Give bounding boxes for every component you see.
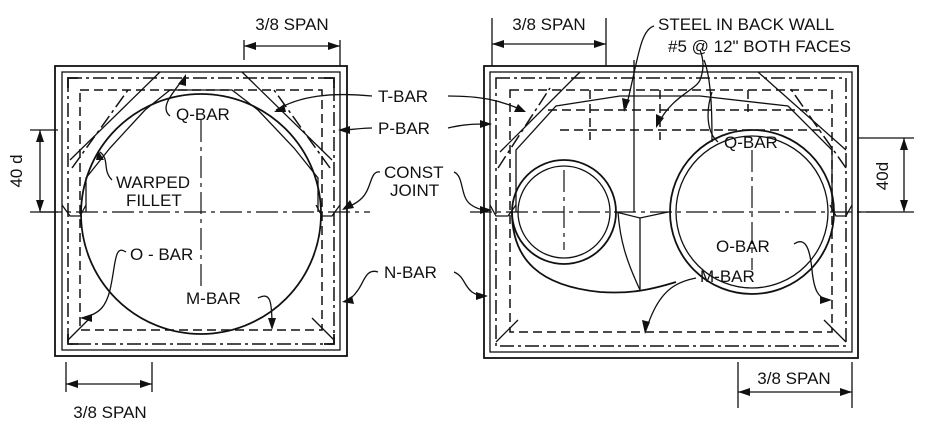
right-o-bar-arrow	[820, 296, 832, 304]
left-40d-arrow-top	[36, 130, 44, 142]
right-top-span-arrow-r	[594, 40, 606, 48]
t-bar-arrow-right	[514, 104, 526, 112]
right-transition-seam	[617, 211, 641, 291]
left-o-bar-arrow	[80, 314, 92, 322]
t-bar-leader-left	[275, 93, 373, 111]
back-wall-note-1: STEEL IN BACK WALL	[658, 15, 834, 34]
left-m-bar-arrow	[268, 318, 276, 330]
const-joint-label-2: JOINT	[390, 181, 439, 200]
back-wall-arrow-1	[622, 98, 630, 112]
p-bar-label: P-BAR	[378, 119, 430, 138]
n-bar-leader-right	[453, 271, 487, 297]
left-o-bar-leader	[81, 249, 127, 319]
right-top-span-label: 3/8 SPAN	[512, 15, 585, 34]
left-bottom-fillet-r	[311, 317, 335, 341]
left-bottom-span-label: 3/8 SPAN	[73, 403, 146, 422]
left-warped-fillet	[85, 89, 319, 212]
left-40d-label: 40 d	[7, 154, 26, 187]
left-bottom-fillet-l	[67, 317, 91, 341]
left-haunch-tr	[273, 89, 331, 169]
n-bar-arrow-left	[342, 296, 354, 304]
right-rebar-inner	[509, 89, 833, 333]
right-40d-arrow-bottom	[900, 200, 908, 212]
right-warped-fillet	[515, 95, 833, 212]
right-m-bar-label: M-BAR	[700, 267, 755, 286]
t-bar-leader-right	[447, 95, 523, 111]
p-bar-arrow-left	[338, 126, 350, 134]
right-40d-arrow-top	[900, 138, 908, 150]
right-o-bar-label: O-BAR	[716, 237, 770, 256]
right-transition-lower	[511, 211, 677, 294]
right-bottom-fillet-l	[495, 319, 519, 343]
t-bar-label: T-BAR	[378, 87, 428, 106]
left-q-bar-label: Q-BAR	[176, 105, 230, 124]
back-wall-arrow-2	[656, 114, 664, 128]
n-bar-label: N-BAR	[384, 263, 437, 282]
right-q-bar-label: Q-BAR	[724, 133, 778, 152]
left-bottom-span-arrow-l	[66, 380, 78, 388]
left-top-span-arrow-r	[328, 42, 340, 50]
right-haunch-tr	[789, 87, 847, 169]
left-joint-notch-r	[315, 204, 341, 217]
left-inner-wall	[61, 71, 341, 351]
middle-callouts: T-BAR P-BAR CONST JOINT N-BAR	[274, 87, 526, 304]
right-q-bar-leader	[707, 91, 719, 143]
right-section: 3/8 SPAN STEEL IN BACK WALL #5 @ 12" BOT…	[470, 15, 914, 408]
left-warped-leader	[99, 151, 113, 181]
back-wall-leader-1	[625, 25, 655, 109]
left-joint-notch-l	[61, 204, 87, 217]
right-bottom-span-label: 3/8 SPAN	[757, 369, 830, 388]
const-joint-label-1: CONST	[384, 163, 444, 182]
right-bottom-fillet-r	[823, 319, 847, 343]
left-outer-wall	[54, 65, 348, 357]
left-m-bar-label: M-BAR	[186, 289, 241, 308]
n-bar-arrow-right	[476, 292, 488, 300]
p-bar-arrow-right	[480, 120, 492, 128]
t-bar-arrow-left	[274, 104, 286, 112]
left-top-span-arrow-l	[244, 42, 256, 50]
left-top-span-label: 3/8 SPAN	[255, 15, 328, 34]
right-large-pipe-inner	[675, 135, 829, 289]
left-q-bar-arrow	[178, 74, 186, 86]
right-joint-notch-l	[489, 204, 517, 217]
left-warped-label-1: WARPED	[116, 173, 190, 192]
left-corner-bl	[67, 334, 78, 345]
left-o-bar-label: O - BAR	[130, 245, 193, 264]
left-corner-tl	[67, 77, 78, 88]
back-wall-note-2: #5 @ 12" BOTH FACES	[668, 37, 851, 56]
right-top-span-arrow-l	[492, 40, 504, 48]
left-warped-label-2: FILLET	[126, 191, 182, 210]
left-warped-arrow	[96, 150, 104, 160]
right-m-bar-leader	[645, 277, 697, 331]
left-corner-br	[324, 334, 335, 345]
right-t-bar-2	[757, 71, 847, 151]
back-wall-leader-2	[657, 49, 704, 125]
right-40d-label: 40d	[873, 162, 892, 190]
left-rebar-outer	[67, 77, 335, 345]
n-bar-leader-left	[343, 270, 379, 303]
right-t-bar-1	[499, 71, 581, 153]
right-haunch-tl	[497, 87, 551, 169]
left-section: 40 d 3/8 SPAN 3/8 SPAN Q-BAR WARPED FILL…	[7, 15, 370, 422]
right-m-bar-arrow	[642, 320, 650, 334]
left-t-bar-1	[69, 71, 161, 161]
right-bottom-span-arrow-r	[840, 388, 852, 396]
left-corner-tr	[324, 77, 335, 88]
left-t-bar-2	[241, 71, 333, 161]
left-40d-arrow-bottom	[36, 200, 44, 212]
right-joint-notch-r	[829, 204, 853, 217]
right-bottom-span-arrow-l	[738, 388, 750, 396]
left-bottom-span-arrow-r	[140, 380, 152, 388]
const-joint-arrow-left	[342, 200, 354, 210]
left-haunch-tl	[71, 89, 129, 169]
right-transition-crotch	[615, 211, 669, 219]
